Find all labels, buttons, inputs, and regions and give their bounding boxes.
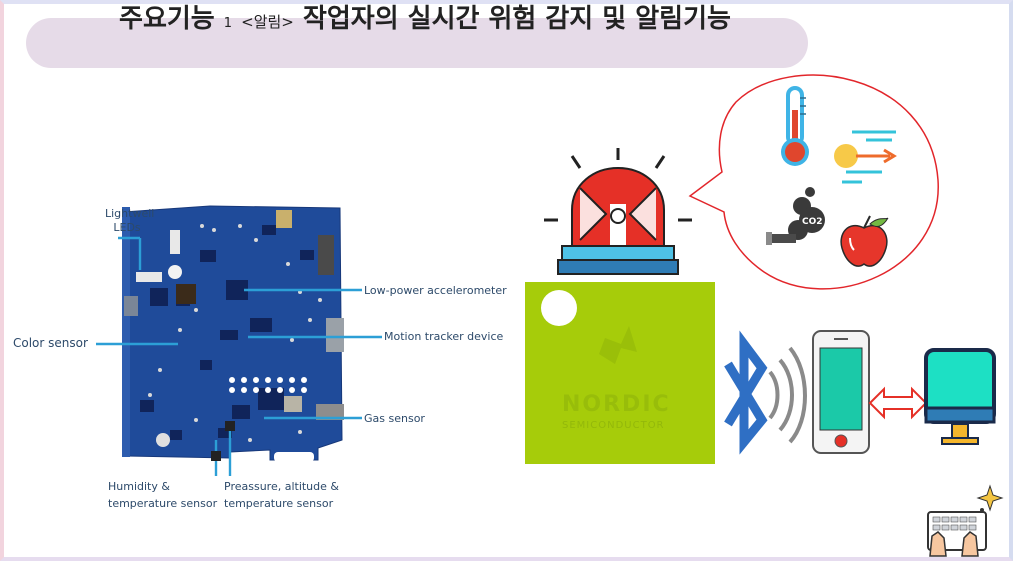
nordic-device bbox=[525, 282, 715, 464]
svg-text:CO2: CO2 bbox=[802, 217, 823, 227]
title-prefix: 주요기능 bbox=[119, 4, 215, 34]
bidirectional-arrow-icon bbox=[868, 386, 928, 420]
device-brand: NORDIC bbox=[562, 392, 671, 417]
label-gas-sensor: Gas sensor bbox=[364, 412, 425, 425]
title-banner bbox=[26, 18, 808, 68]
label-pressure-sensor: Preassure, altitude & temperature sensor bbox=[224, 480, 339, 510]
label-accelerometer: Low-power accelerometer bbox=[364, 284, 507, 297]
title-number: 1 bbox=[223, 16, 233, 31]
monitor-icon bbox=[924, 348, 996, 445]
bluetooth-icon bbox=[724, 330, 768, 455]
label-humidity-sensor: Humidity & temperature sensor bbox=[108, 480, 218, 510]
device-brand-sub: SEMICONDUCTOR bbox=[562, 420, 665, 431]
smartphone-icon bbox=[812, 330, 870, 454]
typing-hands-icon bbox=[927, 484, 1004, 557]
wind-icon bbox=[834, 130, 897, 184]
label-motion-tracker: Motion tracker device bbox=[384, 330, 504, 343]
signal-waves-icon bbox=[768, 346, 807, 444]
label-color-sensor: Color sensor bbox=[13, 336, 88, 350]
apple-icon bbox=[840, 215, 889, 267]
title-tag: <알림> bbox=[241, 13, 294, 31]
label-lightwell-leds: Lightwell LEDs bbox=[105, 207, 155, 234]
co2-exhaust-icon: CO2 bbox=[766, 187, 825, 245]
title-text: 작업자의 실시간 위험 감지 및 알림기능 bbox=[302, 4, 731, 34]
page-title: 주요기능 1 <알림> 작업자의 실시간 위험 감지 및 알림기능 bbox=[40, 2, 810, 41]
thermometer-icon bbox=[781, 86, 809, 166]
siren-icon bbox=[544, 148, 692, 275]
